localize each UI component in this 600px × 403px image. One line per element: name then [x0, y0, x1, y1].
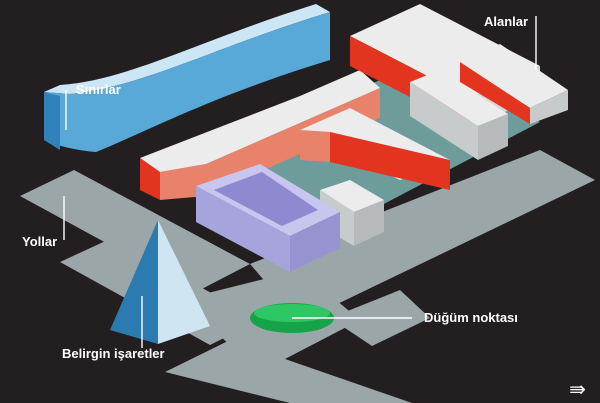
building-mid-side: [478, 114, 508, 160]
label-districts: Alanlar: [484, 14, 528, 29]
boundary-wall-side: [44, 92, 60, 150]
building-small-top: [320, 180, 384, 212]
label-node: Düğüm noktası: [424, 310, 518, 325]
building-long-front: [140, 158, 160, 200]
node-roundabout-highlight: [254, 304, 330, 322]
road-upper-left: [20, 170, 250, 292]
building-right-front: [460, 62, 530, 124]
pyramid-dark-face: [110, 220, 158, 344]
purple-building: [196, 164, 340, 272]
building-center-front: [330, 132, 450, 190]
boundary-wall: [44, 4, 330, 152]
building-right-side: [530, 90, 568, 124]
building-long-top: [140, 70, 380, 172]
boundary-wall-front: [44, 12, 330, 152]
building-small-side: [354, 200, 384, 246]
building-mid-top: [410, 70, 508, 126]
building-mid-front: [410, 82, 478, 160]
purple-courtyard: [214, 172, 318, 226]
building-right-top: [460, 44, 568, 108]
boundary-wall-top: [44, 4, 330, 94]
road-lower: [165, 340, 412, 403]
purple-building-front: [196, 186, 290, 272]
double-arrow-right-icon[interactable]: ⇛: [569, 377, 586, 401]
leader-lines: [63, 16, 537, 348]
pyramid-light-face: [158, 220, 210, 344]
building-long-front-face: [160, 88, 380, 200]
building-center-side: [300, 130, 330, 162]
district-buildings: [140, 4, 568, 246]
label-paths: Yollar: [22, 234, 57, 249]
road-right-diagonal: [250, 150, 595, 322]
labels: Sınırlar Alanlar Yollar Düğüm noktası Be…: [22, 14, 528, 361]
landmark-pyramid: [110, 220, 210, 344]
label-landmarks: Belirgin işaretler: [62, 346, 165, 361]
label-boundaries: Sınırlar: [76, 82, 121, 97]
purple-building-side: [290, 212, 340, 272]
